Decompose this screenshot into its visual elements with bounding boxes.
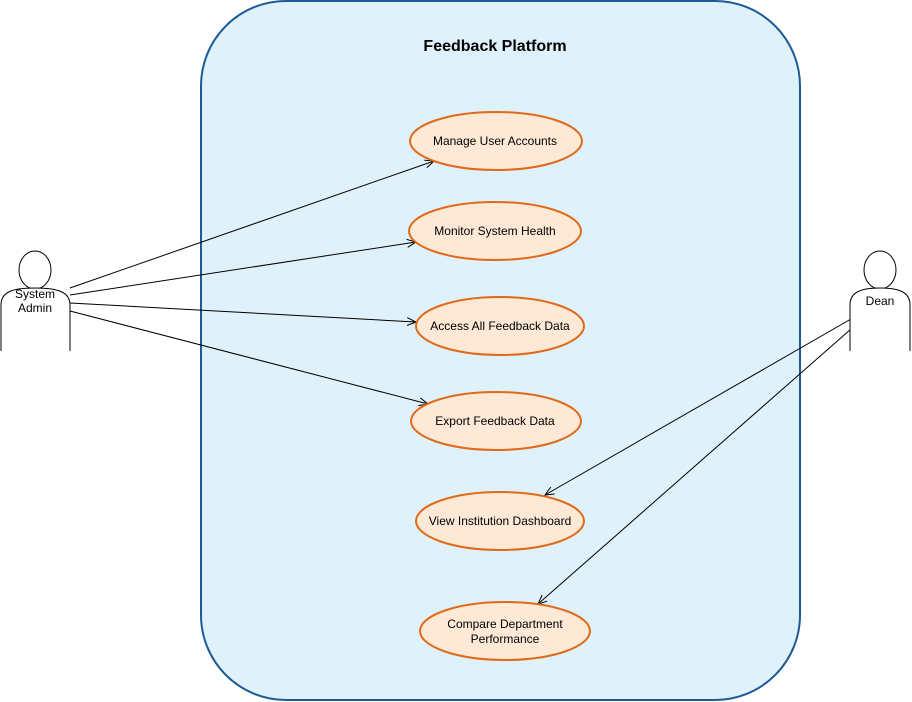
use-case-manage-user-accounts[interactable]: Manage User Accounts	[409, 111, 583, 171]
association-admin-export-feedback	[69, 310, 428, 404]
use-case-label: Manage User Accounts	[433, 134, 557, 148]
association-admin-monitor-health	[69, 242, 416, 296]
use-case-label: Export Feedback Data	[435, 414, 555, 428]
actor-body-icon	[0, 287, 71, 351]
use-case-label: View Institution Dashboard	[429, 514, 572, 528]
use-case-view-institution-dashboard[interactable]: View Institution Dashboard	[415, 491, 585, 551]
association-dean-compare-performance	[538, 328, 852, 604]
actor-dean[interactable]: Dean	[849, 250, 911, 351]
association-admin-access-feedback	[69, 302, 416, 322]
use-case-label-line1: Compare Department	[447, 617, 563, 631]
use-case-compare-department-performance[interactable]: Compare Department Performance	[419, 601, 591, 661]
association-admin-manage-users	[69, 161, 434, 289]
use-case-export-feedback-data[interactable]: Export Feedback Data	[410, 391, 582, 451]
use-case-monitor-system-health[interactable]: Monitor System Health	[408, 201, 582, 261]
system-title: Feedback Platform	[423, 38, 566, 55]
actor-label: Dean	[866, 294, 895, 308]
actor-label-line2: Admin	[18, 301, 52, 315]
use-case-access-all-feedback-data[interactable]: Access All Feedback Data	[415, 296, 585, 356]
actor-body-icon	[849, 287, 911, 351]
use-case-label: Access All Feedback Data	[430, 319, 570, 333]
association-dean-view-dashboard	[545, 318, 852, 495]
actor-system-admin[interactable]: System Admin	[0, 250, 71, 351]
actor-head-icon	[863, 250, 897, 290]
actor-head-icon	[18, 250, 52, 290]
use-case-label: Monitor System Health	[434, 224, 555, 238]
actor-label-line1: System	[15, 287, 55, 301]
use-case-label-line2: Performance	[471, 632, 540, 646]
